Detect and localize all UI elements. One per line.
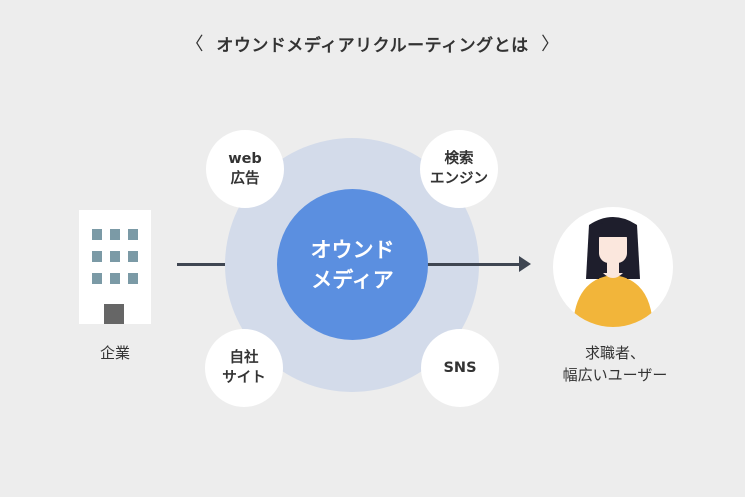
building-window [128,229,138,240]
arrow-line-right [426,263,522,266]
job-seeker-line1: 求職者、 [584,344,645,362]
building-window [92,229,102,240]
channel-web-ad-line1: web [228,151,262,167]
building-window [128,251,138,262]
company-label: 企業 [99,344,130,362]
job-seeker-avatar [553,207,673,327]
channel-search-engine: 検索 エンジン [420,130,498,208]
channel-search-line2: エンジン [430,171,488,187]
owned-media-line2: メディア [311,267,394,292]
title-open-bracket: 〈 [185,34,204,55]
channel-search-line1: 検索 [444,151,474,167]
channel-sns-label: SNS [443,360,477,376]
building-window [110,273,120,284]
owned-media-circle: オウンド メディア [277,189,428,340]
building-window [92,273,102,284]
person-icon [573,217,653,327]
channel-web-ad-line2: 広告 [230,171,260,187]
title-close-bracket: 〉 [541,34,560,55]
channel-own-site-line2: サイト [222,370,266,386]
building-window [92,251,102,262]
channel-own-site-line1: 自社 [229,350,259,366]
channel-sns: SNS [421,329,499,407]
channel-own-site: 自社 サイト [205,329,283,407]
company-building-icon [79,210,151,324]
building-window [128,273,138,284]
page-title: 〈 オウンドメディアリクルーティングとは 〉 [0,30,745,56]
job-seeker-line2: 幅広いユーザー [562,366,668,384]
building-door [104,304,124,324]
job-seeker-label: 求職者、 幅広いユーザー [545,342,685,386]
building-window [110,229,120,240]
building-window [110,251,120,262]
owned-media-line1: オウンド [310,237,395,262]
title-text: オウンドメディアリクルーティングとは [216,35,529,56]
channel-web-ad: web 広告 [206,130,284,208]
arrow-head-icon [519,256,531,272]
